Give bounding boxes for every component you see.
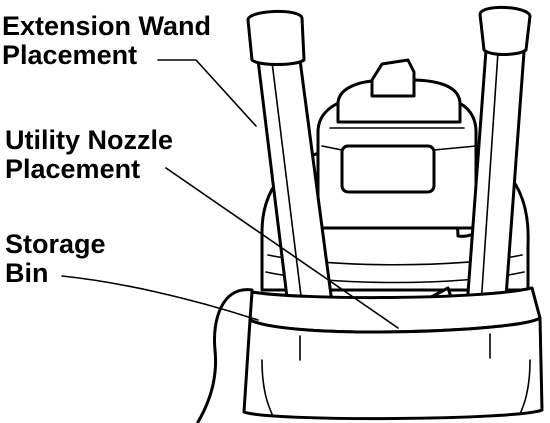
extension-wand-left bbox=[246, 9, 336, 324]
leader-storage-bin bbox=[61, 275, 259, 321]
leader-utility-nozzle bbox=[165, 167, 399, 329]
vacuum-body bbox=[260, 58, 530, 292]
label-extension-wand-line2: Placement bbox=[2, 40, 138, 70]
label-utility-nozzle-placement: Utility Nozzle Placement bbox=[5, 126, 173, 184]
storage-bin bbox=[242, 286, 544, 421]
label-utility-nozzle-line1: Utility Nozzle bbox=[5, 125, 174, 155]
label-storage-bin-line2: Bin bbox=[5, 258, 49, 288]
label-extension-wand-placement: Extension Wand Placement bbox=[2, 12, 211, 70]
leader-extension-wand bbox=[157, 59, 257, 127]
label-storage-bin-line1: Storage bbox=[5, 229, 106, 259]
label-utility-nozzle-line2: Placement bbox=[5, 154, 141, 184]
label-extension-wand-line1: Extension Wand bbox=[2, 11, 212, 41]
label-storage-bin: Storage Bin bbox=[5, 230, 106, 288]
power-cord bbox=[196, 288, 254, 423]
